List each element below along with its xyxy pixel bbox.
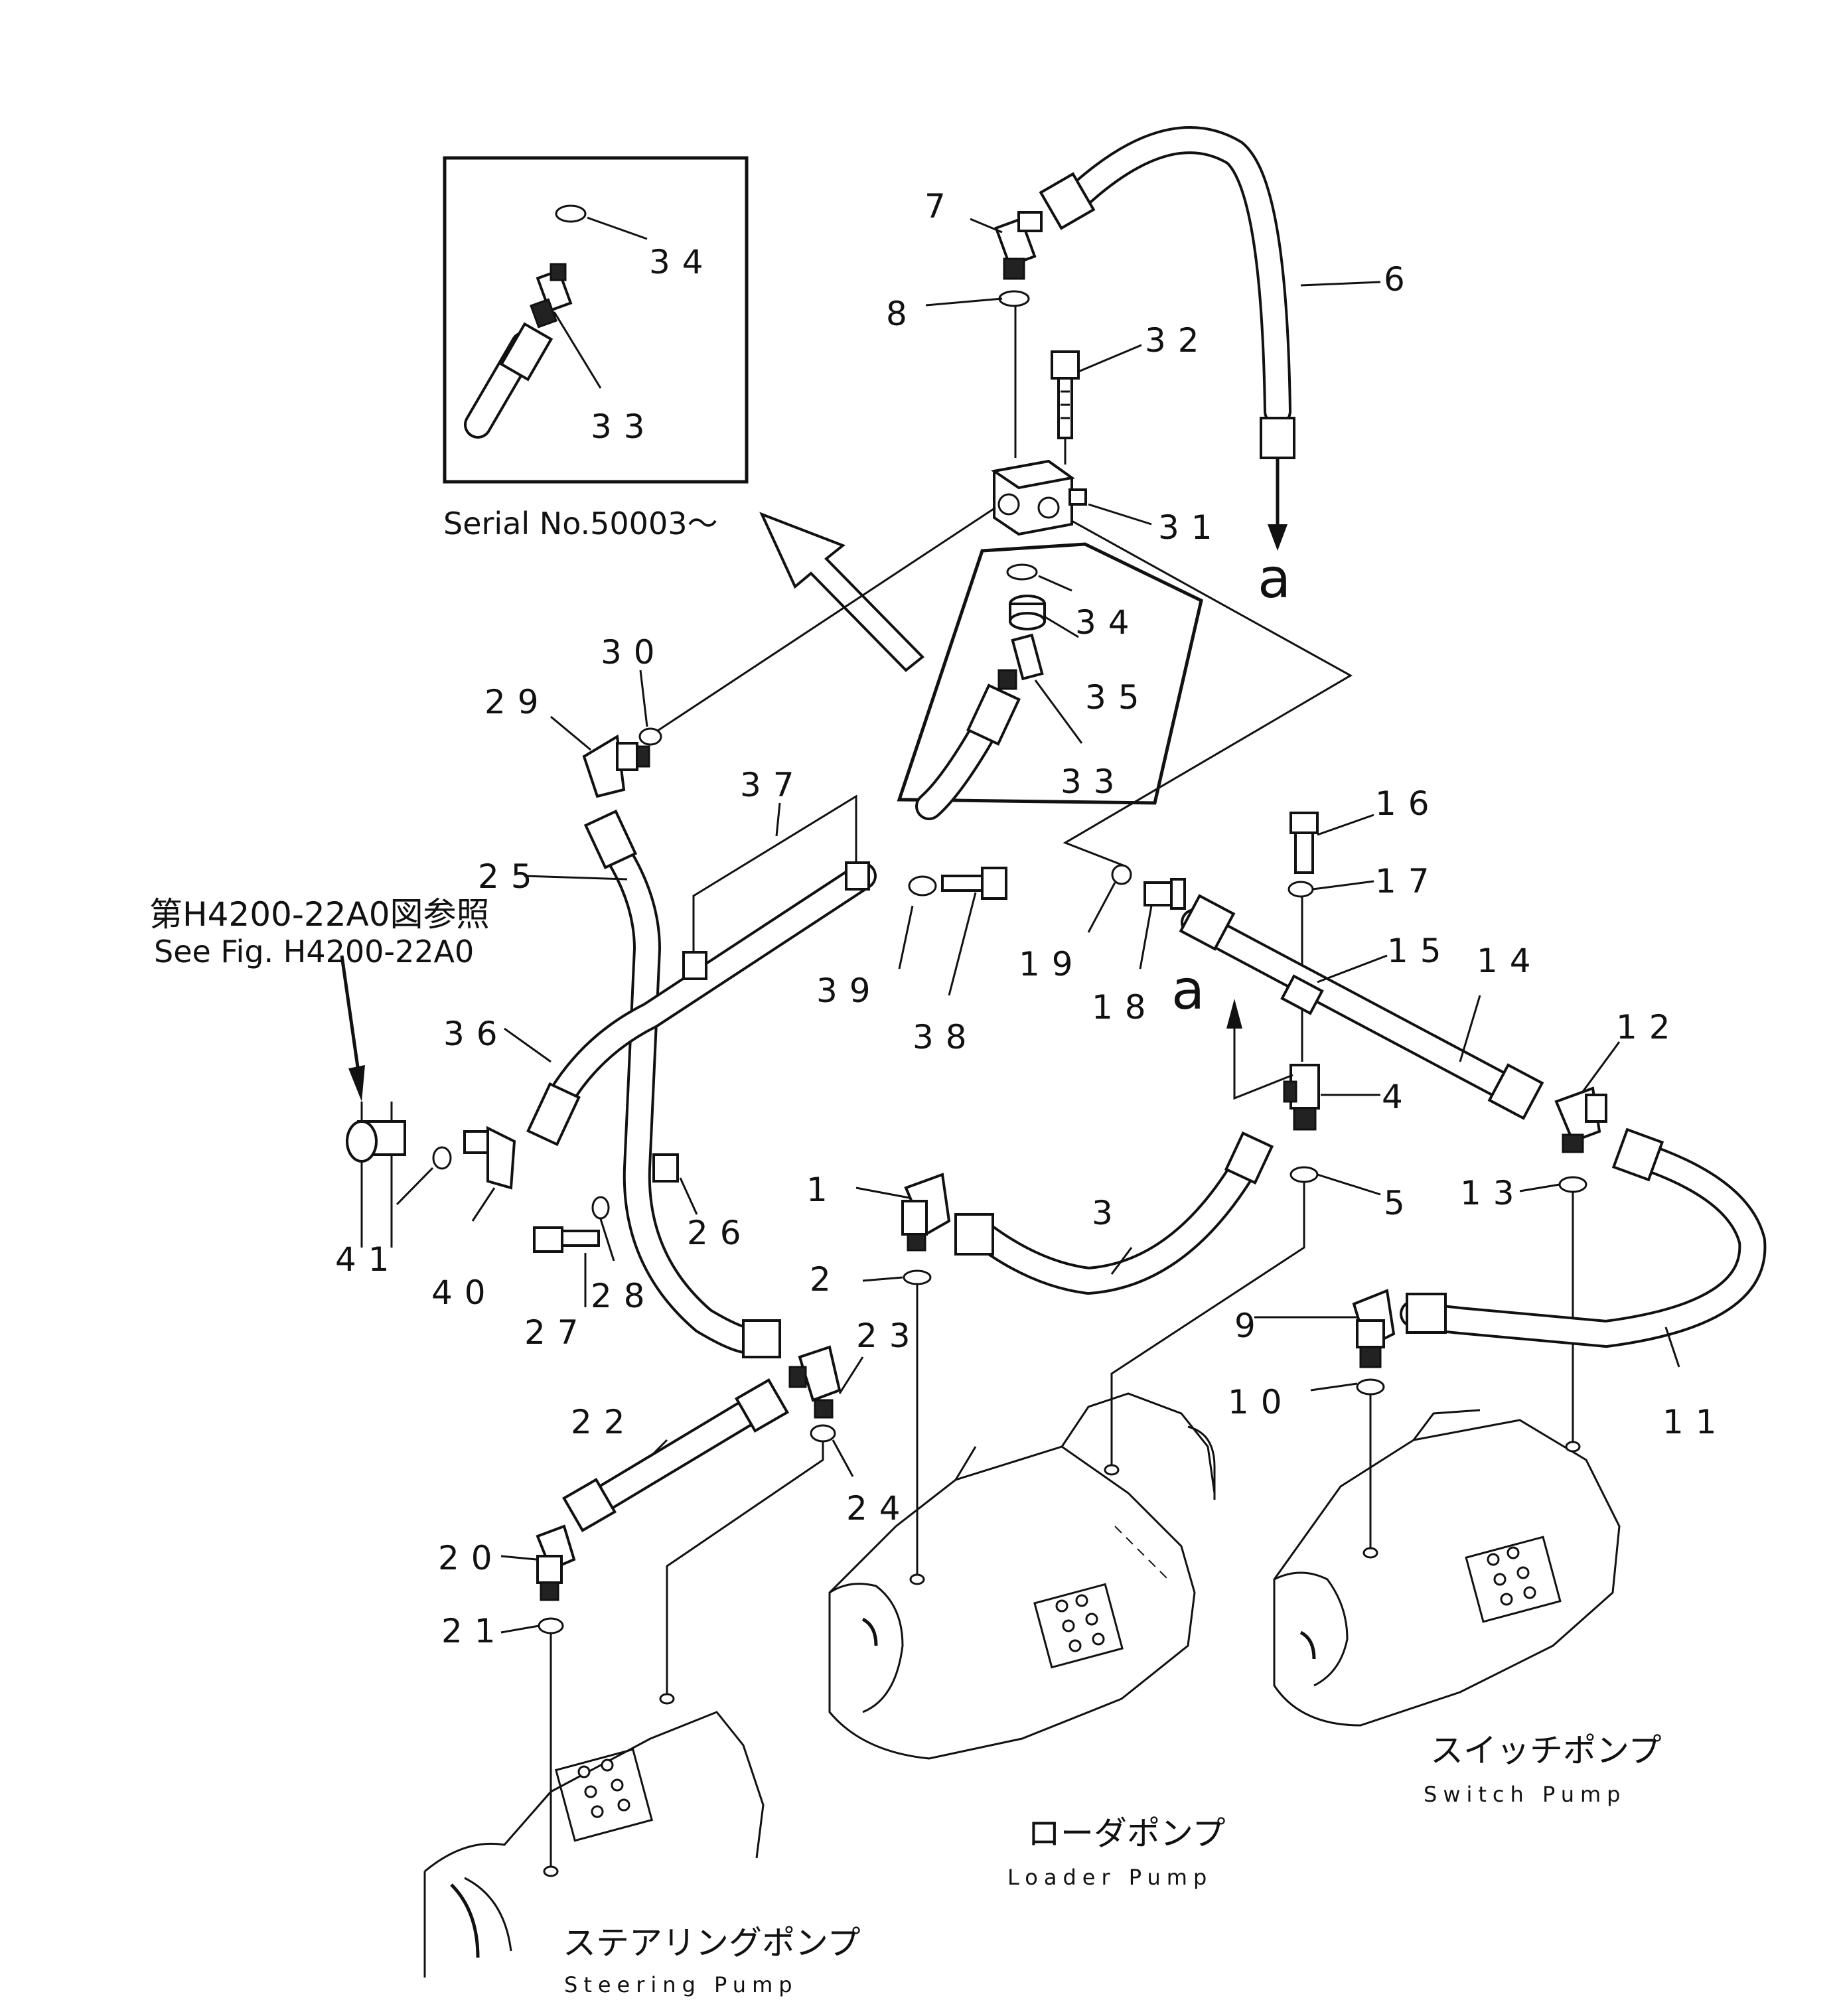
ref-tee (340, 955, 452, 1248)
callout-10: 10 (1228, 1383, 1294, 1421)
callout-26: 26 (687, 1214, 753, 1252)
callout-32: 32 (1145, 321, 1211, 360)
hose-22 (562, 1378, 789, 1532)
callout-17: 17 (1375, 862, 1441, 900)
callout-20: 20 (438, 1539, 504, 1577)
hose-6 (1039, 126, 1295, 551)
hose-14 (1179, 894, 1544, 1120)
callout-34-inset: 34 (649, 243, 715, 281)
elbow-12 (1554, 1086, 1607, 1443)
junction-block-31 (990, 459, 1087, 536)
callout-7: 7 (924, 187, 958, 226)
serial-note: Serial No.50003～ (443, 506, 717, 541)
callout-33-inset: 33 (591, 407, 657, 446)
ref-figure-jp: 第H4200-22A0図参照 (149, 895, 490, 934)
callout-22: 22 (571, 1403, 637, 1441)
bolt-27 (533, 1196, 610, 1253)
steering-pump-en: Steering Pump (564, 1972, 798, 1997)
switch-pump-jp: スイッチポンプ (1430, 1731, 1662, 1770)
switch-pump-en: Switch Pump (1424, 1782, 1626, 1807)
switch-pump-outline (1273, 1409, 1621, 1727)
loader-pump-jp: ローダポンプ (1027, 1814, 1226, 1853)
elbow-9 (1352, 1289, 1396, 1553)
arrow-marker-a-mid: a (1171, 959, 1205, 1022)
arrow-marker-a-top: a (1258, 547, 1291, 611)
loader-pump-en: Loader Pump (1007, 1865, 1213, 1890)
callout-30: 30 (601, 633, 667, 672)
callout-38: 38 (913, 1018, 979, 1056)
fitting-18 (1143, 878, 1186, 910)
leader-lines (500, 218, 1680, 1634)
clamp-37 (526, 794, 877, 1147)
bolt-32 (1051, 350, 1080, 465)
callout-41: 41 (335, 1240, 402, 1279)
callout-37: 37 (740, 766, 806, 804)
serial-arrow (759, 512, 924, 672)
oring-30 (638, 727, 662, 746)
annotations: Serial No.50003～ a a 第H4200-22A0図参照 See … (149, 506, 1662, 1997)
callout-numbers: 34 33 7 8 6 32 31 34 35 33 30 29 37 25 3… (335, 187, 1729, 1650)
callout-23: 23 (856, 1317, 922, 1355)
callout-12: 12 (1616, 1008, 1682, 1046)
callout-19: 19 (1019, 945, 1085, 983)
callout-40: 40 (431, 1273, 498, 1312)
callout-5: 5 (1384, 1184, 1417, 1222)
bolt-16 (1287, 812, 1319, 1062)
callout-24: 24 (846, 1489, 913, 1528)
elbow-23 (666, 1345, 842, 1699)
callout-36: 36 (443, 1015, 510, 1053)
callout-18: 18 (1092, 988, 1158, 1027)
inset-oring-34 (555, 204, 587, 223)
fitting-7 (994, 211, 1043, 458)
bolt-38 (908, 867, 1007, 900)
hose-3 (954, 1131, 1274, 1295)
callout-2: 2 (810, 1260, 843, 1299)
callout-4: 4 (1382, 1078, 1415, 1116)
fitting-4 (1110, 999, 1320, 1467)
loader-pump-outline (828, 1392, 1216, 1760)
callout-34: 34 (1075, 603, 1141, 642)
callout-27: 27 (524, 1313, 591, 1352)
callout-8: 8 (886, 295, 919, 333)
callout-29: 29 (484, 683, 551, 721)
callout-21: 21 (441, 1612, 508, 1650)
serial-inset-box (443, 156, 749, 484)
alt-fitting-panel (897, 542, 1203, 820)
callout-9: 9 (1234, 1307, 1268, 1345)
hose-11 (1400, 1127, 1767, 1348)
callout-28: 28 (591, 1277, 657, 1315)
callout-33: 33 (1061, 762, 1127, 801)
callout-35: 35 (1085, 678, 1151, 717)
steering-pump-outline (423, 1693, 765, 1978)
elbow-1 (901, 1173, 951, 1579)
callout-16: 16 (1375, 784, 1441, 823)
clamp-26 (652, 1153, 679, 1183)
elbow-20 (536, 1524, 576, 1871)
callout-1: 1 (806, 1171, 840, 1209)
ref-figure-en: See Fig. H4200-22A0 (154, 934, 474, 970)
callout-3: 3 (1092, 1194, 1125, 1232)
elbow-29 (582, 734, 650, 798)
callout-25: 25 (478, 857, 544, 896)
callout-39: 39 (816, 972, 883, 1010)
callout-13: 13 (1460, 1174, 1526, 1212)
elbow-40 (463, 1125, 516, 1222)
callout-11: 11 (1662, 1403, 1729, 1441)
callout-31: 31 (1158, 508, 1224, 547)
callout-6: 6 (1384, 260, 1417, 299)
hose-25 (583, 810, 781, 1358)
callout-14: 14 (1477, 942, 1543, 980)
oring-19 (1111, 864, 1132, 885)
steering-pump-jp: ステアリングポンプ (563, 1924, 861, 1962)
callout-15: 15 (1387, 932, 1453, 970)
